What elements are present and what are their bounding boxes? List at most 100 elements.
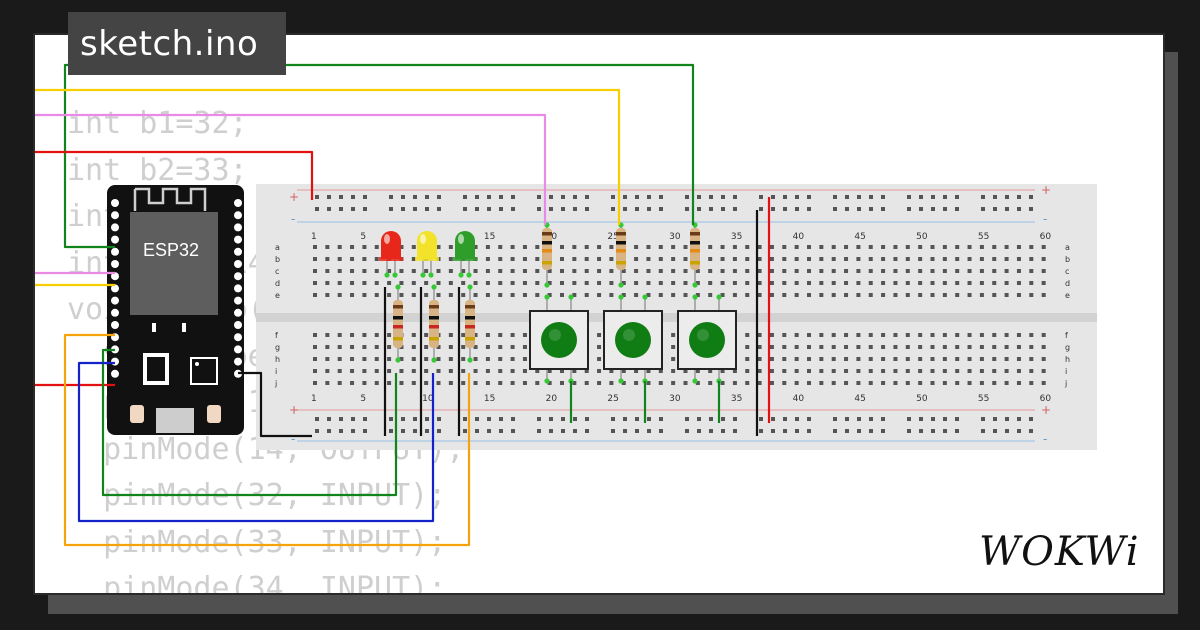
rail-hole[interactable] [981,417,985,421]
breadboard-hole[interactable] [782,381,787,385]
rail-hole[interactable] [537,417,541,421]
rail-hole[interactable] [425,195,429,199]
rail-hole[interactable] [623,195,627,199]
rail-hole[interactable] [659,207,663,211]
breadboard-hole[interactable] [560,269,564,273]
rail-hole[interactable] [389,207,393,211]
breadboard-hole[interactable] [473,345,478,349]
rail-hole[interactable] [647,207,651,211]
rail-hole[interactable] [315,429,319,433]
breadboard-hole[interactable] [584,381,589,385]
rail-hole[interactable] [943,429,947,433]
breadboard-hole[interactable] [893,357,898,361]
breadboard-hole[interactable] [708,293,713,297]
breadboard-hole[interactable] [769,333,774,337]
breadboard-hole[interactable] [979,345,984,349]
breadboard-hole[interactable] [498,245,503,249]
breadboard-hole[interactable] [634,293,639,297]
pushbutton-3[interactable] [677,294,737,384]
breadboard-hole[interactable] [485,293,490,297]
rail-hole[interactable] [611,417,615,421]
breadboard-hole[interactable] [1016,357,1021,361]
breadboard-hole[interactable] [695,281,700,285]
breadboard-hole[interactable] [646,281,651,285]
wire-red-rail[interactable] [35,150,314,200]
breadboard-hole[interactable] [671,281,676,285]
breadboard-hole[interactable] [1029,333,1034,337]
breadboard-hole[interactable] [695,293,700,297]
breadboard-hole[interactable] [918,369,923,373]
breadboard-hole[interactable] [967,257,972,261]
breadboard-hole[interactable] [424,345,429,349]
breadboard-hole[interactable] [411,293,416,297]
breadboard-hole[interactable] [350,381,355,385]
breadboard-hole[interactable] [844,333,849,337]
breadboard-hole[interactable] [325,269,330,273]
breadboard-hole[interactable] [1016,269,1021,273]
breadboard-hole[interactable] [597,381,602,385]
breadboard-hole[interactable] [313,381,317,385]
breadboard-hole[interactable] [325,369,330,373]
breadboard-hole[interactable] [411,345,416,349]
breadboard-hole[interactable] [350,357,355,361]
boot-button[interactable] [130,405,144,423]
rail-hole[interactable] [807,195,811,199]
breadboard-hole[interactable] [807,357,811,361]
rail-hole[interactable] [401,429,405,433]
esp32-board[interactable]: ESP32 [107,185,244,435]
rail-hole[interactable] [351,207,355,211]
breadboard-hole[interactable] [436,357,441,361]
rail-hole[interactable] [807,207,811,211]
breadboard-hole[interactable] [745,345,750,349]
esp32-pin[interactable] [234,308,242,317]
breadboard-hole[interactable] [794,345,799,349]
rail-hole[interactable] [463,429,467,433]
rail-hole[interactable] [795,207,799,211]
breadboard-hole[interactable] [757,269,762,273]
rail-hole[interactable] [869,429,873,433]
wire-yellow-top[interactable] [35,88,621,225]
breadboard-hole[interactable] [671,257,676,261]
breadboard-hole[interactable] [535,381,540,385]
breadboard-hole[interactable] [337,369,342,373]
rail-hole[interactable] [955,429,959,433]
breadboard-hole[interactable] [881,281,886,285]
rail-hole[interactable] [845,195,849,199]
wire-orange-led[interactable] [63,333,471,547]
rail-hole[interactable] [881,417,885,421]
breadboard-hole[interactable] [325,381,330,385]
breadboard-hole[interactable] [399,269,404,273]
breadboard-hole[interactable] [831,333,836,337]
breadboard-hole[interactable] [856,269,861,273]
breadboard-hole[interactable] [510,257,515,261]
breadboard-hole[interactable] [1016,281,1021,285]
breadboard-hole[interactable] [424,381,429,385]
breadboard-hole[interactable] [498,281,503,285]
esp32-pin[interactable] [234,272,242,281]
breadboard-hole[interactable] [510,381,515,385]
breadboard-hole[interactable] [831,381,836,385]
breadboard-hole[interactable] [436,345,441,349]
breadboard-hole[interactable] [424,293,429,297]
breadboard-hole[interactable] [930,293,935,297]
breadboard-hole[interactable] [1041,333,1046,337]
breadboard-hole[interactable] [498,293,503,297]
rail-hole[interactable] [327,207,331,211]
breadboard-hole[interactable] [794,333,799,337]
breadboard-hole[interactable] [448,269,453,273]
breadboard-hole[interactable] [658,245,663,249]
rail-hole[interactable] [511,429,515,433]
rail-hole[interactable] [389,417,393,421]
rail-hole[interactable] [585,195,589,199]
rail-hole[interactable] [697,195,701,199]
breadboard-hole[interactable] [979,281,984,285]
breadboard-hole[interactable] [522,381,527,385]
breadboard-hole[interactable] [535,269,540,273]
breadboard-hole[interactable] [597,357,602,361]
breadboard-hole[interactable] [695,381,700,385]
esp32-pin[interactable] [234,260,242,268]
breadboard-hole[interactable] [387,333,392,337]
breadboard-hole[interactable] [819,257,824,261]
rail-hole[interactable] [549,195,553,199]
breadboard-hole[interactable] [918,381,923,385]
